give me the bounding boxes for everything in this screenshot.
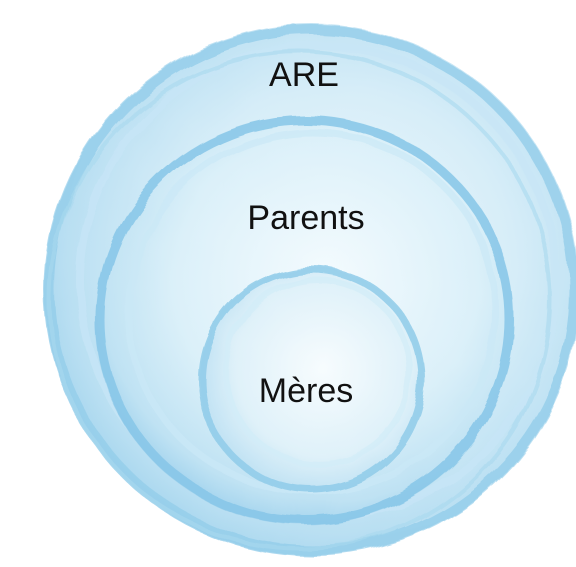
outer-circle-label: ARE: [269, 58, 339, 92]
inner-circle-label: Mères: [259, 374, 353, 408]
middle-circle-label: Parents: [247, 201, 364, 235]
